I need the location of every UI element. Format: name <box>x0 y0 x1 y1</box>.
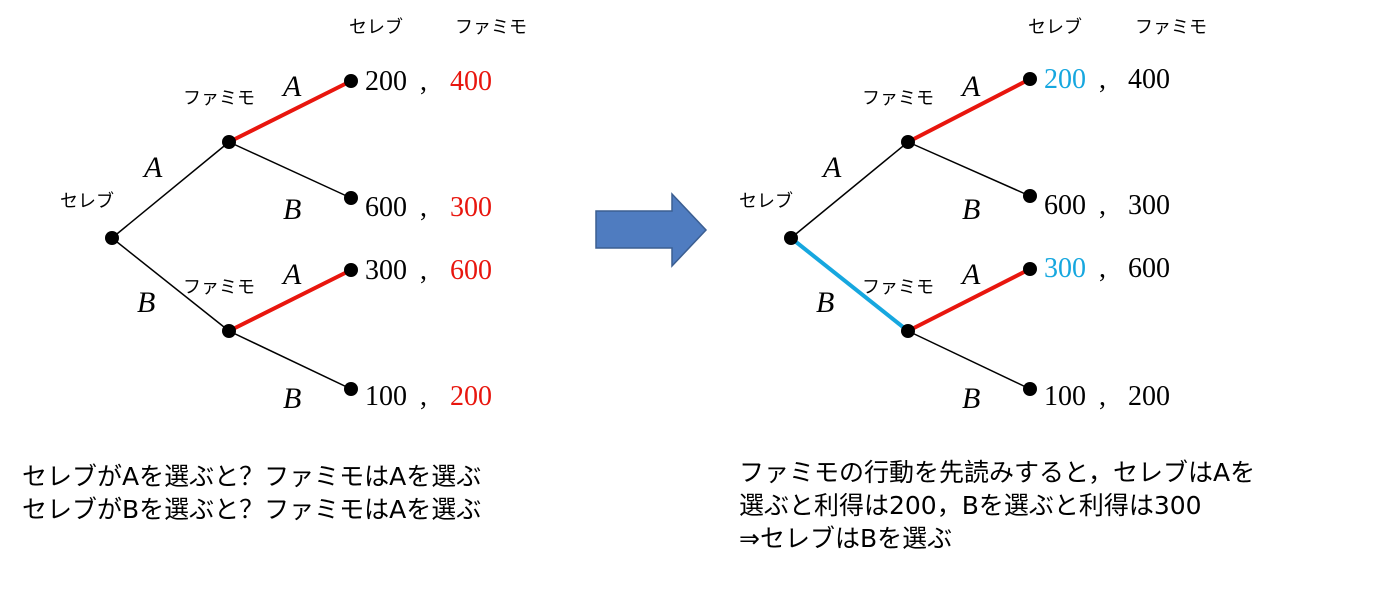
payoff-p1-leaf-3-right: 300 <box>1044 253 1086 284</box>
label-second-mover-upper-right: ファミモ <box>862 88 934 109</box>
action-upper-a: A <box>281 70 302 103</box>
edge-upper-a-right <box>907 77 1031 144</box>
game-tree-left: セレブ ファミモ セレブ ファミモ ファミモ A B A B A B 200, 4… <box>60 16 527 415</box>
edge-upper-b <box>228 141 352 199</box>
payoff-p2-leaf-3-right: 600 <box>1128 253 1170 284</box>
payoff-p1-leaf-2-right: 600 <box>1044 190 1086 221</box>
right-arrow <box>595 192 708 268</box>
payoff-separator-leaf-3: , <box>420 255 427 286</box>
left-caption: セレブがAを選ぶと？ファミモはAを選ぶ セレブがBを選ぶと？ファミモはAを選ぶ <box>22 460 481 526</box>
payoff-separator-leaf-4: , <box>420 381 427 412</box>
action-lower-a-right: A <box>960 258 981 291</box>
action-lower-b-right: B <box>962 382 980 415</box>
leaf-1 <box>344 74 358 88</box>
action-root-b-right: B <box>816 286 834 319</box>
action-upper-b-right: B <box>962 193 980 226</box>
leaf-1-right <box>1023 72 1037 86</box>
action-upper-b: B <box>283 193 301 226</box>
node-lower <box>222 324 236 338</box>
node-root-right <box>784 231 798 245</box>
leaf-4 <box>344 382 358 396</box>
header-player2: ファミモ <box>455 17 527 38</box>
payoff-p2-leaf-4: 200 <box>450 381 492 412</box>
payoff-separator-leaf-1: , <box>420 66 427 97</box>
right-caption-line-2: 選ぶと利得は200，Bを選ぶと利得は300 <box>739 491 1202 520</box>
label-second-mover-lower: ファミモ <box>183 277 255 298</box>
payoff-p1-leaf-4: 100 <box>365 381 407 412</box>
action-lower-a: A <box>281 258 302 291</box>
action-root-b: B <box>137 286 155 319</box>
edge-upper-b-right <box>907 141 1031 197</box>
payoff-p2-leaf-3: 600 <box>450 255 492 286</box>
label-first-mover: セレブ <box>60 190 114 212</box>
payoff-p2-leaf-2-right: 300 <box>1128 190 1170 221</box>
action-upper-a-right: A <box>960 70 981 103</box>
game-tree-right: セレブ ファミモ セレブ ファミモ ファミモ A B A B A B 200, 4… <box>739 16 1207 415</box>
right-caption: ファミモの行動を先読みすると，セレブはAを 選ぶと利得は200，Bを選ぶと利得は… <box>739 456 1255 555</box>
edge-lower-a <box>228 268 352 333</box>
label-first-mover-right: セレブ <box>739 190 793 212</box>
edge-root-a <box>111 141 230 239</box>
edge-lower-b <box>228 330 352 390</box>
action-lower-b: B <box>283 382 301 415</box>
payoff-separator-leaf-3-right: , <box>1099 253 1106 284</box>
header-player1-right: セレブ <box>1028 16 1082 38</box>
payoff-separator-leaf-4-right: , <box>1099 381 1106 412</box>
payoff-p2-leaf-1-right: 400 <box>1128 64 1170 95</box>
edge-root-b-right <box>789 236 910 333</box>
label-second-mover-upper: ファミモ <box>183 88 255 109</box>
payoff-p2-leaf-1: 400 <box>450 66 492 97</box>
node-lower-right <box>901 324 915 338</box>
payoff-separator-leaf-2-right: , <box>1099 190 1106 221</box>
payoff-p1-leaf-1-right: 200 <box>1044 64 1086 95</box>
leaf-2-right <box>1023 189 1037 203</box>
node-upper-right <box>901 135 915 149</box>
edge-upper-a <box>228 79 352 144</box>
payoff-separator-leaf-1-right: , <box>1099 64 1106 95</box>
payoff-p1-leaf-3: 300 <box>365 255 407 286</box>
label-second-mover-lower-right: ファミモ <box>862 277 934 298</box>
left-caption-line-1: セレブがAを選ぶと？ファミモはAを選ぶ <box>22 462 482 491</box>
payoff-separator-leaf-2: , <box>420 192 427 223</box>
action-root-a-right: A <box>821 151 842 184</box>
edge-lower-a-right <box>907 267 1031 333</box>
node-upper <box>222 135 236 149</box>
leaf-2 <box>344 191 358 205</box>
payoff-p1-leaf-2: 600 <box>365 192 407 223</box>
left-caption-line-2: セレブがBを選ぶと？ファミモはAを選ぶ <box>22 495 482 524</box>
leaf-3-right <box>1023 262 1037 276</box>
edge-root-a-right <box>790 141 909 239</box>
leaf-3 <box>344 263 358 277</box>
action-root-a: A <box>142 151 163 184</box>
payoff-p1-leaf-1: 200 <box>365 66 407 97</box>
edge-lower-b-right <box>907 330 1031 390</box>
right-caption-line-3: ⇒セレブはBを選ぶ <box>739 524 953 553</box>
leaf-4-right <box>1023 382 1037 396</box>
right-caption-line-1: ファミモの行動を先読みすると，セレブはAを <box>739 458 1256 487</box>
node-root <box>105 231 119 245</box>
payoff-p2-leaf-4-right: 200 <box>1128 381 1170 412</box>
edge-root-b <box>111 237 230 332</box>
header-player1: セレブ <box>349 16 403 38</box>
payoff-p2-leaf-2: 300 <box>450 192 492 223</box>
header-player2-right: ファミモ <box>1135 17 1207 38</box>
payoff-p1-leaf-4-right: 100 <box>1044 381 1086 412</box>
